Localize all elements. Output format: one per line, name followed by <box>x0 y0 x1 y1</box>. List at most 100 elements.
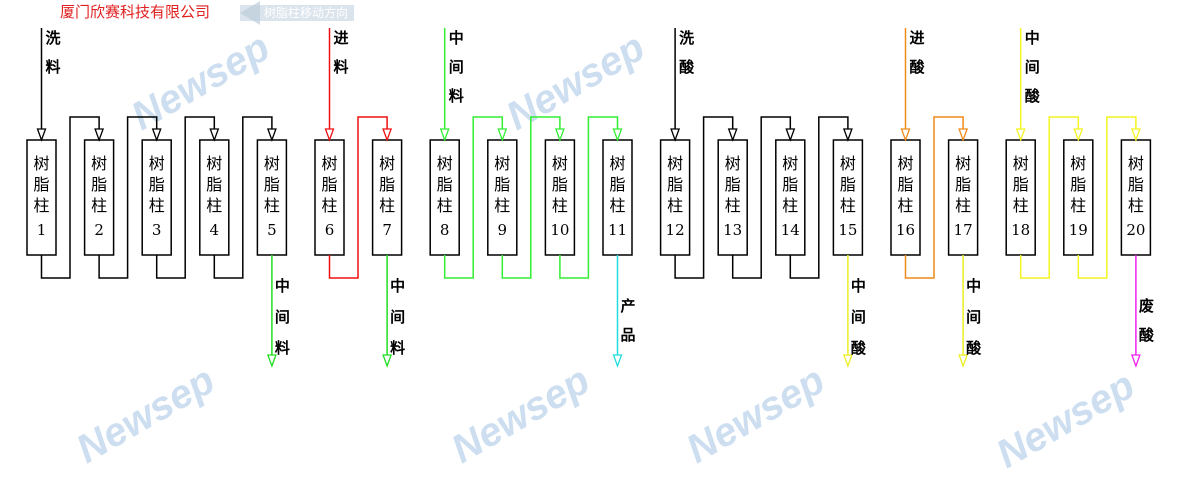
column-number: 16 <box>896 221 915 239</box>
column-label: 脂 <box>609 175 625 194</box>
connection-arrow-icon <box>209 128 220 142</box>
outlet-arrow-icon <box>958 354 969 368</box>
column-number: 2 <box>94 221 104 239</box>
connection-line <box>731 116 792 279</box>
resin-column-12: 树脂柱 12 <box>659 139 691 256</box>
connection-line <box>789 116 849 279</box>
outlet-label: 中间酸 <box>850 277 866 357</box>
column-label: 树 <box>955 154 971 173</box>
inlet-arrow-icon <box>670 128 681 142</box>
outlet-arrow-icon <box>266 354 277 368</box>
column-box <box>890 139 921 256</box>
column-label: 脂 <box>91 175 107 194</box>
column-label: 柱 <box>206 196 222 215</box>
column-label: 脂 <box>955 175 971 194</box>
column-box <box>26 139 57 256</box>
column-label: 脂 <box>897 175 913 194</box>
connection-arrow-icon <box>958 128 969 142</box>
column-label: 柱 <box>552 196 568 215</box>
column-box <box>1063 139 1094 256</box>
column-label: 树 <box>782 154 798 173</box>
company-watermark: 厦门欣赛科技有限公司 <box>60 3 211 21</box>
connection-line <box>328 116 388 279</box>
column-number: 10 <box>550 221 569 239</box>
resin-column-16: 树脂柱 16 <box>890 139 921 256</box>
column-label: 脂 <box>1070 175 1086 194</box>
connection-line <box>213 116 273 279</box>
column-label: 树 <box>552 154 568 173</box>
column-label: 脂 <box>206 175 222 194</box>
column-label: 柱 <box>609 196 625 215</box>
column-label: 柱 <box>33 196 49 215</box>
column-label: 柱 <box>1070 196 1086 215</box>
outlet-arrow-icon <box>612 354 623 368</box>
outlet-label: 废酸 <box>1138 297 1154 344</box>
column-label: 树 <box>1070 154 1086 173</box>
column-label: 脂 <box>782 175 798 194</box>
column-label: 脂 <box>33 175 49 194</box>
connection-arrow-icon <box>842 128 853 142</box>
column-label: 树 <box>667 154 683 173</box>
inlet-label: 进料 <box>333 29 349 76</box>
column-number: 4 <box>210 221 220 239</box>
column-label: 脂 <box>494 175 510 194</box>
column-label: 柱 <box>494 196 510 215</box>
connection-arrow-icon <box>497 128 508 142</box>
column-label: 脂 <box>667 175 683 194</box>
column-direction-arrow: 树脂柱移动方向 <box>240 1 355 25</box>
column-label: 脂 <box>1013 175 1029 194</box>
column-box <box>659 139 691 256</box>
column-number: 12 <box>666 221 685 239</box>
column-label: 柱 <box>897 196 913 215</box>
column-number: 18 <box>1011 221 1030 239</box>
column-label: 树 <box>725 154 741 173</box>
column-label: 树 <box>840 154 856 173</box>
column-label: 柱 <box>840 196 856 215</box>
outlet-label: 中间料 <box>274 277 290 357</box>
inlet-arrow-icon <box>439 128 450 142</box>
column-label: 树 <box>437 154 453 173</box>
column-label: 柱 <box>321 196 337 215</box>
connection-line <box>155 116 216 279</box>
outlet-label: 产品 <box>620 297 636 344</box>
column-label: 树 <box>494 154 510 173</box>
column-number: 3 <box>152 221 162 239</box>
column-label: 柱 <box>379 196 395 215</box>
connection-arrow-icon <box>94 128 105 142</box>
connection-line <box>904 116 964 279</box>
column-label: 脂 <box>264 175 280 194</box>
connection-line <box>443 116 504 279</box>
outlet-arrow-icon <box>382 354 393 368</box>
inlet-label: 进酸 <box>909 29 925 76</box>
column-label: 树 <box>149 154 165 173</box>
column-label: 脂 <box>1128 175 1144 194</box>
outlet-label: 中间酸 <box>966 277 982 357</box>
connection-line <box>559 116 619 279</box>
column-label: 柱 <box>91 196 107 215</box>
inlet-label: 洗料 <box>45 29 61 76</box>
column-label: 柱 <box>667 196 683 215</box>
connection-arrow-icon <box>266 128 277 142</box>
outlet-label: 中间料 <box>390 277 406 357</box>
connection-arrow-icon <box>785 128 796 142</box>
connection-line <box>1077 116 1137 279</box>
column-number: 19 <box>1069 221 1088 239</box>
column-label: 脂 <box>725 175 741 194</box>
column-number: 20 <box>1126 221 1145 239</box>
column-label: 树 <box>897 154 913 173</box>
column-number: 13 <box>723 221 742 239</box>
column-number: 1 <box>37 221 47 239</box>
